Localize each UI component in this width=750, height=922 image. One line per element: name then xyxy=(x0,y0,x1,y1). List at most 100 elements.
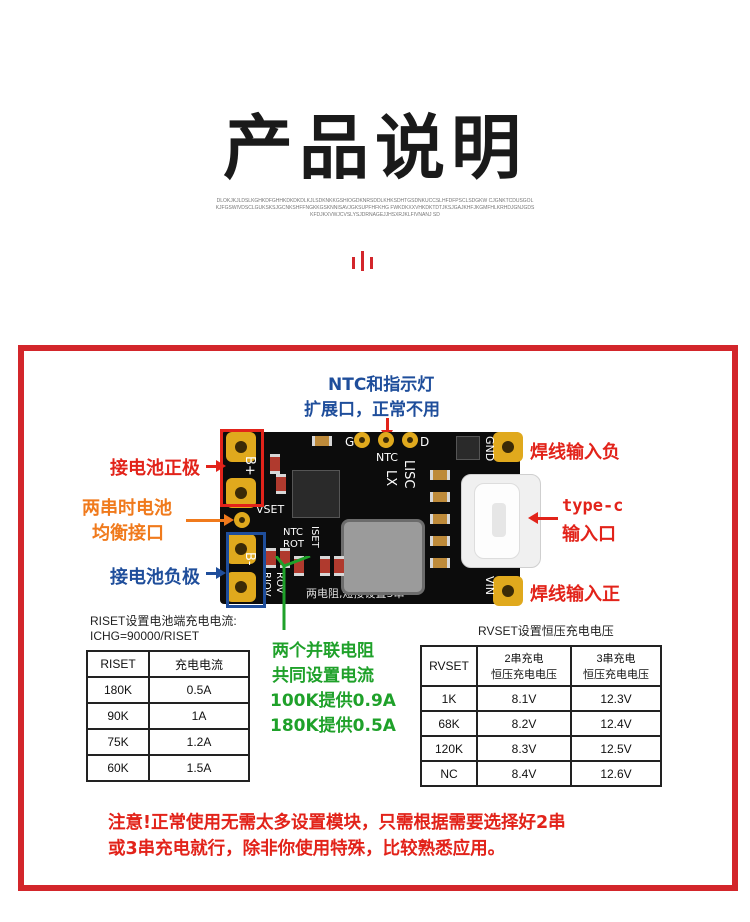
current-note-line2: ICHG=90000/RISET xyxy=(90,629,200,643)
silk-lisc: LISC xyxy=(401,460,416,489)
green-note-line2: 共同设置电流 xyxy=(272,666,374,686)
table-row: 1K 8.1V 12.3V xyxy=(420,685,662,712)
pad-ntc xyxy=(378,432,394,448)
balance-label-line1: 两串时电池 xyxy=(82,498,172,519)
ntc-arrow xyxy=(381,418,393,440)
current-note-line1: RISET设置电池端充电电流: xyxy=(90,614,237,628)
table-header-line: 恒压充电电压 xyxy=(583,669,649,681)
table-cell: 12.6V xyxy=(570,760,662,787)
battery-positive-box xyxy=(220,429,264,507)
table-cell: 90K xyxy=(86,702,150,730)
pad-d xyxy=(402,432,418,448)
silk-vin: VIN xyxy=(483,576,496,595)
inductor xyxy=(341,519,425,595)
table-cell: 8.3V xyxy=(476,735,572,762)
silk-ntc: NTC xyxy=(376,451,398,464)
table-cell: 1.2A xyxy=(148,728,250,756)
component xyxy=(266,548,276,568)
table-header-cell: RISET xyxy=(86,650,150,678)
pad-bminus-top xyxy=(226,534,256,564)
table-header-row: RISET 充电电流 xyxy=(86,650,250,678)
green-note-line1: 两个并联电阻 xyxy=(272,641,374,661)
component xyxy=(334,556,344,576)
typec-label-line2: 输入口 xyxy=(562,524,616,545)
battery-negative-arrow xyxy=(206,567,226,579)
battery-negative-box xyxy=(226,532,266,608)
silk-gnd: GND xyxy=(483,436,496,462)
chip-small xyxy=(456,436,480,460)
component xyxy=(430,536,450,546)
silk-iset: ISET xyxy=(309,526,320,548)
table-cell: 68K xyxy=(420,710,478,737)
table-cell: 12.3V xyxy=(570,685,662,712)
table-header-cell: 充电电流 xyxy=(148,650,250,678)
balance-arrow xyxy=(186,514,234,526)
pad-g xyxy=(354,432,370,448)
table-cell: 60K xyxy=(86,754,150,782)
table-cell: 8.2V xyxy=(476,710,572,737)
table-row: 90K 1A xyxy=(86,702,250,730)
silk-d: D xyxy=(420,435,430,449)
silk-lx: LX xyxy=(383,470,398,487)
table-cell: NC xyxy=(420,760,478,787)
table-row: 60K 1.5A xyxy=(86,754,250,782)
pad-bminus-bottom xyxy=(226,572,256,602)
table-cell: 1K xyxy=(420,685,478,712)
table-header-row: RVSET 2串充电 恒压充电电压 3串充电 恒压充电电压 xyxy=(420,645,662,687)
silk-ntc2: NTC xyxy=(283,527,303,538)
table-header-line: 3串充电 xyxy=(596,653,636,665)
silk-riov: RIOV xyxy=(261,572,272,597)
component xyxy=(430,514,450,524)
pad-bplus-bottom xyxy=(226,478,256,508)
ntc-label-line1: NTC和指示灯 xyxy=(328,375,435,395)
warning-line1: 注意!正常使用无需太多设置模块，只需根据需要选择好2串 xyxy=(108,813,566,833)
silk-rov: ROV xyxy=(274,572,285,594)
page-title: 产品说明 xyxy=(223,107,527,189)
chip-ic xyxy=(292,470,340,518)
component xyxy=(430,558,450,568)
component xyxy=(276,474,286,494)
table-cell: 12.5V xyxy=(570,735,662,762)
typec-label-line1: type-c xyxy=(562,496,624,516)
pad-vin xyxy=(493,576,523,606)
table-header-line: 恒压充电电压 xyxy=(491,669,557,681)
type-c-connector xyxy=(461,474,541,568)
component xyxy=(430,470,450,480)
component xyxy=(320,556,330,576)
silk-bminus: B- xyxy=(242,552,257,566)
table-cell: 1A xyxy=(148,702,250,730)
green-pointer-lines xyxy=(274,556,311,630)
warning-note: 注意!正常使用无需太多设置模块，只需根据需要选择好2串 或3串充电就行，除非你使… xyxy=(108,810,566,862)
voltage-table: RVSET 2串充电 恒压充电电压 3串充电 恒压充电电压 1K 8.1V 12… xyxy=(420,645,662,787)
fine-print-text: DLOKJKJLDSLKGHKDFGHHKDKDKDLKJLSDKNKKGSHI… xyxy=(215,198,535,218)
table-header-line: 2串充电 xyxy=(504,653,544,665)
ntc-label-line2: 扩展口，正常不用 xyxy=(304,400,440,420)
table-cell: 12.4V xyxy=(570,710,662,737)
input-positive-label: 焊线输入正 xyxy=(530,584,620,605)
table-cell: 0.5A xyxy=(148,676,250,704)
battery-positive-label: 接电池正极 xyxy=(110,458,200,479)
silk-rot: ROT xyxy=(283,539,304,550)
voltage-note: RVSET设置恒压充电电压 xyxy=(478,624,614,638)
table-cell: 8.4V xyxy=(476,760,572,787)
component xyxy=(294,556,304,576)
table-header-cell: RVSET xyxy=(420,645,478,687)
pad-gnd xyxy=(493,432,523,462)
table-cell: 1.5A xyxy=(148,754,250,782)
table-header-cell: 2串充电 恒压充电电压 xyxy=(476,645,572,687)
battery-positive-arrow xyxy=(206,460,226,472)
table-cell: 120K xyxy=(420,735,478,762)
table-cell: 75K xyxy=(86,728,150,756)
component xyxy=(270,454,280,474)
pad-bplus-top xyxy=(226,432,256,462)
balance-label-line2: 均衡接口 xyxy=(92,523,164,544)
table-row: NC 8.4V 12.6V xyxy=(420,760,662,787)
current-table: RISET 充电电流 180K 0.5A 90K 1A 75K 1.2A 60K… xyxy=(86,650,250,782)
table-row: 68K 8.2V 12.4V xyxy=(420,710,662,737)
component xyxy=(430,492,450,502)
green-note-line3: 100K提供0.9A xyxy=(270,691,396,711)
table-header-cell: 3串充电 恒压充电电压 xyxy=(570,645,662,687)
battery-negative-label: 接电池负极 xyxy=(110,567,200,588)
table-row: 120K 8.3V 12.5V xyxy=(420,735,662,762)
warning-line2: 或3串充电就行，除非你使用特殊，比较熟悉应用。 xyxy=(108,839,506,859)
